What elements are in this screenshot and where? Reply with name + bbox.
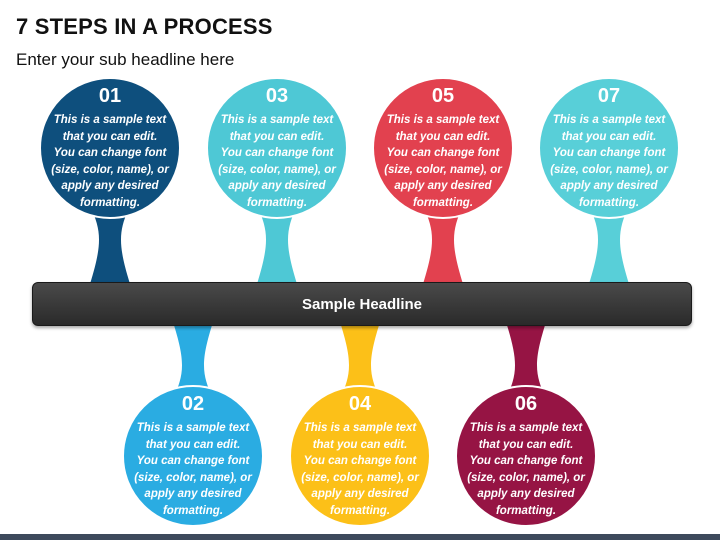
step-number: 01: [98, 85, 122, 107]
step-circle: [39, 77, 181, 219]
step-node-03: [206, 77, 348, 284]
step-connector: [257, 206, 297, 284]
step-circle: [372, 77, 514, 219]
step-description-line: (size, color, name), or: [384, 163, 502, 176]
step-description: This is a sample text that you can edit. Y…: [373, 112, 513, 211]
step-number: 03: [265, 85, 289, 107]
step-description-line: You can change font: [53, 147, 167, 159]
step-circle: [289, 385, 431, 527]
step-description-line: formatting.: [578, 196, 640, 209]
step-number: 06: [514, 393, 538, 415]
step-connector: [173, 322, 213, 398]
step-description-line: that you can edit.: [229, 130, 325, 143]
step-number: 07: [597, 85, 621, 107]
step-description-line: apply any desired: [394, 180, 492, 192]
step-description-line: You can change font: [303, 455, 417, 467]
step-connector: [90, 206, 130, 284]
step-description-line: (size, color, name), or: [51, 163, 169, 176]
page-title: 7 STEPS IN A PROCESS: [16, 14, 273, 39]
step-circle: [538, 77, 680, 219]
step-description-line: (size, color, name), or: [134, 471, 252, 484]
step-number: 05: [431, 85, 455, 107]
step-description-line: This is a sample text: [386, 114, 500, 126]
step-description-line: (size, color, name), or: [550, 163, 668, 176]
step-connector: [506, 322, 546, 398]
step-description-line: apply any desired: [560, 180, 658, 192]
step-number: 04: [348, 393, 372, 415]
step-description-line: that you can edit.: [478, 438, 574, 451]
step-description-line: formatting.: [495, 504, 557, 517]
step-description-line: (size, color, name), or: [218, 163, 336, 176]
step-description-line: that you can edit.: [145, 438, 241, 451]
step-description-line: apply any desired: [477, 488, 575, 500]
step-description-line: This is a sample text: [136, 422, 250, 434]
step-description-line: This is a sample text: [469, 422, 583, 434]
step-description-line: This is a sample text: [220, 114, 334, 126]
step-description: This is a sample text that you can edit. Y…: [123, 420, 263, 519]
step-description: This is a sample text that you can edit. Y…: [40, 112, 180, 211]
step-node-07: [538, 77, 680, 284]
step-description-line: formatting.: [162, 504, 224, 517]
step-node-01: [39, 77, 181, 284]
step-description-line: apply any desired: [61, 180, 159, 192]
step-description-line: You can change font: [469, 455, 583, 467]
step-circle: [122, 385, 264, 527]
step-description-line: You can change font: [552, 147, 666, 159]
step-description: This is a sample text that you can edit. Y…: [456, 420, 596, 519]
step-description-line: This is a sample text: [303, 422, 417, 434]
step-description-line: (size, color, name), or: [467, 471, 585, 484]
step-description-line: formatting.: [329, 504, 391, 517]
step-description-line: formatting.: [79, 196, 141, 209]
page-subtitle: Enter your sub headline here: [16, 50, 235, 69]
central-headline-bar: Sample Headline: [32, 282, 692, 326]
step-description-line: This is a sample text: [552, 114, 666, 126]
headline-text: Sample Headline: [301, 295, 423, 313]
step-description-line: that you can edit.: [312, 438, 408, 451]
step-description-line: apply any desired: [311, 488, 409, 500]
step-connector: [589, 206, 629, 284]
step-circle: [455, 385, 597, 527]
step-description: This is a sample text that you can edit. Y…: [539, 112, 679, 211]
step-description-line: that you can edit.: [395, 130, 491, 143]
step-description: This is a sample text that you can edit. Y…: [207, 112, 347, 211]
step-circle: [206, 77, 348, 219]
step-description-line: This is a sample text: [53, 114, 167, 126]
step-node-06: [455, 322, 597, 527]
step-description-line: that you can edit.: [561, 130, 657, 143]
step-description-line: You can change font: [136, 455, 250, 467]
step-description-line: apply any desired: [228, 180, 326, 192]
step-description-line: apply any desired: [144, 488, 242, 500]
step-description-line: formatting.: [412, 196, 474, 209]
step-node-04: [289, 322, 431, 527]
step-connector: [340, 322, 380, 398]
step-node-02: [122, 322, 264, 527]
step-connector: [423, 206, 463, 284]
step-description: This is a sample text that you can edit. Y…: [290, 420, 430, 519]
footer-bar: [0, 534, 720, 540]
step-node-05: [372, 77, 514, 284]
step-description-line: You can change font: [386, 147, 500, 159]
step-description-line: (size, color, name), or: [301, 471, 419, 484]
step-description-line: formatting.: [246, 196, 308, 209]
step-description-line: that you can edit.: [62, 130, 158, 143]
step-description-line: You can change font: [220, 147, 334, 159]
step-number: 02: [181, 393, 205, 415]
